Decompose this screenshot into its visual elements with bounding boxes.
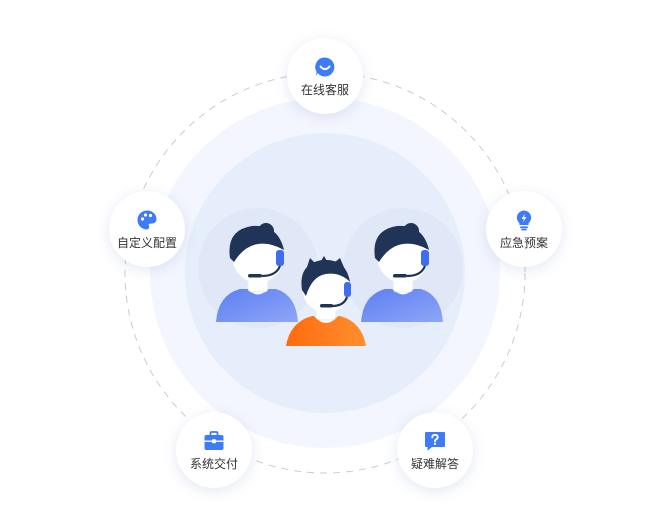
system-delivery-label: 系统交付 (189, 456, 238, 471)
male-agent-center (286, 256, 366, 346)
palette-icon (137, 210, 157, 229)
custom-config-label: 自定义配置 (116, 235, 177, 250)
briefcase-icon (204, 430, 224, 450)
online-service-label: 在线客服 (300, 82, 349, 97)
female-agent-left (198, 208, 318, 328)
faq-node[interactable]: 疑难解答 (397, 412, 473, 488)
question-bubble-icon (425, 431, 445, 451)
emergency-plan-node[interactable]: 应急预案 (486, 191, 562, 267)
smile-chat-icon (315, 56, 335, 76)
lightbulb-icon (516, 210, 532, 230)
female-agent-right (343, 208, 463, 328)
online-service-node[interactable]: 在线客服 (287, 38, 363, 114)
emergency-plan-label: 应急预案 (499, 235, 548, 250)
system-delivery-node[interactable]: 系统交付 (176, 412, 252, 488)
faq-label: 疑难解答 (410, 456, 459, 471)
custom-config-node[interactable]: 自定义配置 (109, 191, 185, 267)
